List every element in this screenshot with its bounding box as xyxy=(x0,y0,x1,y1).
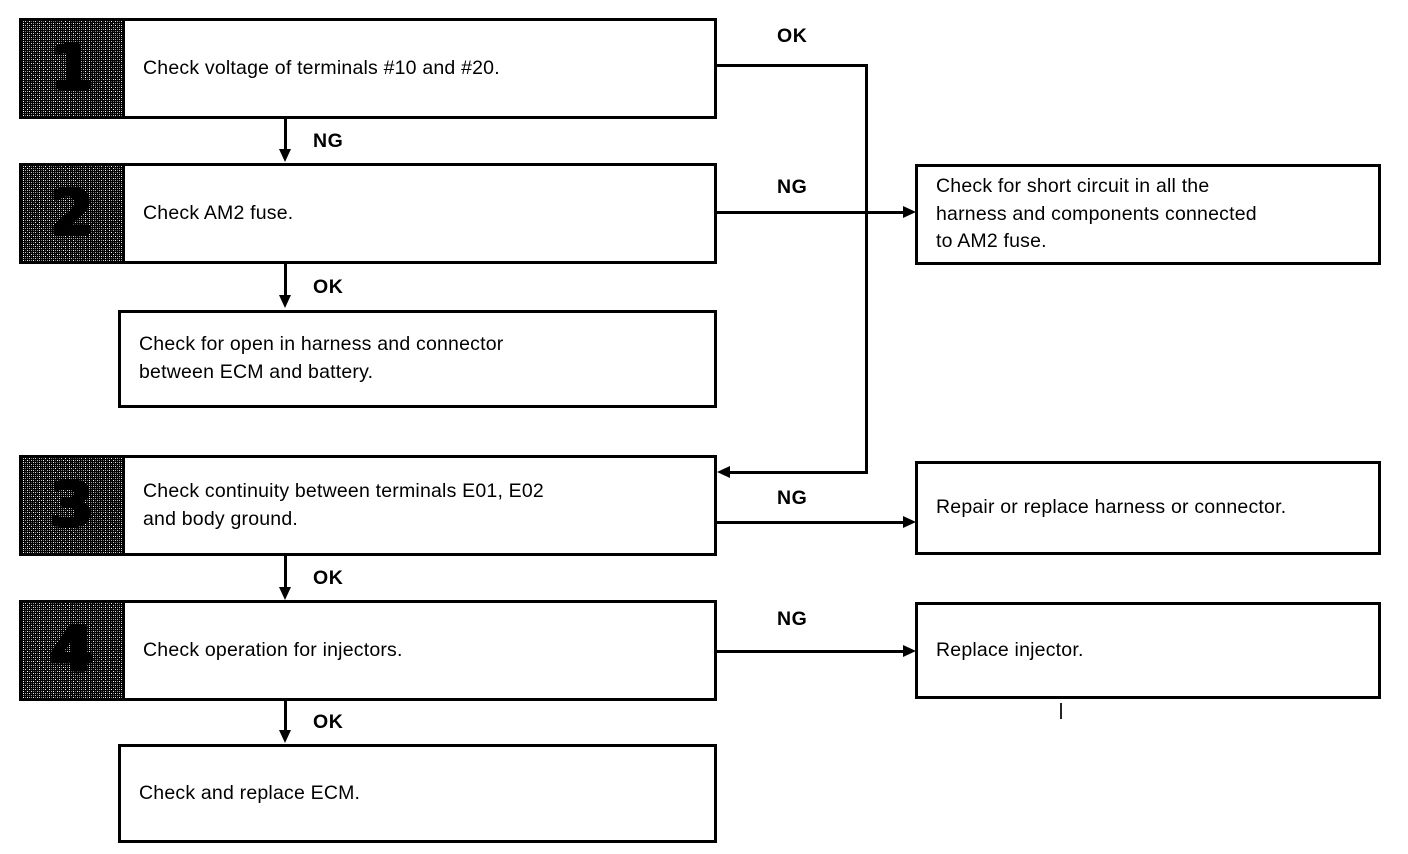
edge-step1-ok-h1 xyxy=(716,64,868,67)
edge-step3-ok-v xyxy=(284,556,287,589)
edge-step2-ng-label: NG xyxy=(777,176,808,198)
edge-step4-ng-h xyxy=(716,650,906,653)
step-1-badge: 1 xyxy=(22,21,125,116)
edge-step1-ok-label: OK xyxy=(777,25,808,47)
step-1-number: 1 xyxy=(50,30,94,104)
edge-step1-ng-arrowhead xyxy=(279,149,291,162)
edge-step3-ok-arrowhead xyxy=(279,587,291,600)
step-2-box[interactable]: 2 Check AM2 fuse. xyxy=(19,163,717,264)
edge-step4-ok-v xyxy=(284,701,287,731)
step-2-text-line-1: Check AM2 fuse. xyxy=(143,201,294,224)
action-repair-harness-text: Repair or replace harness or connector. xyxy=(918,494,1378,522)
action-open-harness-line-1: Check for open in harness and connector xyxy=(139,333,504,356)
edge-step4-ng-label: NG xyxy=(777,608,808,630)
action-open-harness-box[interactable]: Check for open in harness and connector … xyxy=(118,310,717,408)
step-4-text-line-1: Check operation for injectors. xyxy=(143,638,403,661)
action-check-ecm-line-1: Check and replace ECM. xyxy=(139,781,361,804)
edge-step3-ng-label: NG xyxy=(777,487,808,509)
action-replace-injector-box[interactable]: Replace injector. xyxy=(915,602,1381,699)
edge-step2-ng-arrowhead xyxy=(903,206,916,218)
step-3-text: Check continuity between terminals E01, … xyxy=(125,478,714,533)
edge-step3-ng-h xyxy=(716,521,906,524)
edge-step2-ok-arrowhead xyxy=(279,295,291,308)
edge-step1-ng-v xyxy=(284,119,287,151)
action-short-circuit-box[interactable]: Check for short circuit in all the harne… xyxy=(915,164,1381,265)
step-2-badge: 2 xyxy=(22,166,125,261)
action-short-circuit-text: Check for short circuit in all the harne… xyxy=(918,173,1378,256)
step-1-text-line-1: Check voltage of terminals #10 and #20. xyxy=(143,56,500,79)
step-1-box[interactable]: 1 Check voltage of terminals #10 and #20… xyxy=(19,18,717,119)
step-2-text: Check AM2 fuse. xyxy=(125,200,714,228)
edge-step2-ok-v xyxy=(284,264,287,296)
step-3-badge: 3 xyxy=(22,458,125,553)
action-short-circuit-line-3: to AM2 fuse. xyxy=(936,230,1047,253)
scan-artifact xyxy=(1060,703,1062,719)
edge-step1-ok-v xyxy=(865,64,868,474)
action-repair-harness-box[interactable]: Repair or replace harness or connector. xyxy=(915,461,1381,555)
step-2-number: 2 xyxy=(50,175,94,249)
action-short-circuit-line-1: Check for short circuit in all the xyxy=(936,174,1210,197)
step-1-text: Check voltage of terminals #10 and #20. xyxy=(125,55,714,83)
step-3-text-line-1: Check continuity between terminals E01, … xyxy=(143,479,544,502)
edge-step4-ok-arrowhead xyxy=(279,730,291,743)
edge-step4-ok-label: OK xyxy=(313,711,344,733)
action-check-ecm-box[interactable]: Check and replace ECM. xyxy=(118,744,717,843)
action-replace-injector-text: Replace injector. xyxy=(918,637,1378,665)
edge-step4-ng-arrowhead xyxy=(903,645,916,657)
action-repair-harness-line-1: Repair or replace harness or connector. xyxy=(936,496,1287,519)
action-open-harness-line-2: between ECM and battery. xyxy=(139,361,374,383)
step-4-box[interactable]: 4 Check operation for injectors. xyxy=(19,600,717,701)
edge-step2-ok-label: OK xyxy=(313,276,344,298)
action-short-circuit-line-2: harness and components connected xyxy=(936,202,1257,225)
step-3-number: 3 xyxy=(50,467,94,541)
edge-step3-ok-label: OK xyxy=(313,567,344,589)
edge-step1-ng-label: NG xyxy=(313,130,344,152)
action-open-harness-text: Check for open in harness and connector … xyxy=(121,331,714,386)
edge-step3-ng-arrowhead xyxy=(903,516,916,528)
step-3-box[interactable]: 3 Check continuity between terminals E01… xyxy=(19,455,717,556)
action-replace-injector-line-1: Replace injector. xyxy=(936,638,1084,661)
edge-step2-ng-h xyxy=(716,211,906,214)
action-check-ecm-text: Check and replace ECM. xyxy=(121,780,714,808)
step-3-text-line-2: and body ground. xyxy=(143,507,298,530)
edge-step1-ok-arrowhead xyxy=(717,466,730,478)
step-4-badge: 4 xyxy=(22,603,125,698)
step-4-text: Check operation for injectors. xyxy=(125,637,714,665)
edge-step1-ok-h2 xyxy=(729,471,868,474)
step-4-number: 4 xyxy=(50,612,94,686)
